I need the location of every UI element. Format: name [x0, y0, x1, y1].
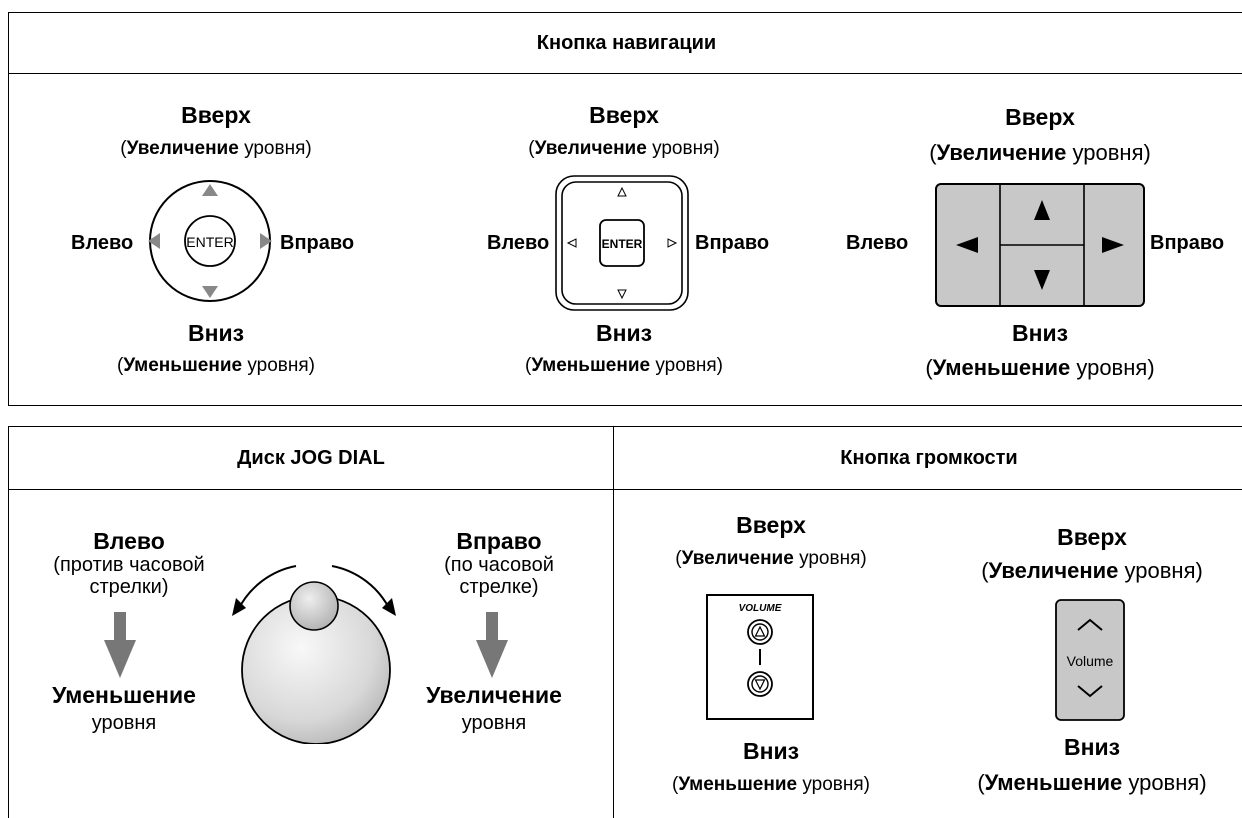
- up-sublabel: (Увеличение уровня): [981, 558, 1203, 583]
- jog-left-text: Влево (против часовой стрелки): [53, 528, 205, 599]
- counterclockwise-arrow-icon: [232, 598, 246, 616]
- down-arrow-icon: [1034, 270, 1050, 290]
- jog-dial-title: Диск JOG DIAL: [237, 446, 385, 469]
- down-arrow-icon: [754, 679, 766, 691]
- up-label: Вверх: [181, 102, 251, 128]
- down-arrow-icon: [202, 286, 218, 298]
- jog-right-title: Вправо: [456, 528, 542, 554]
- up-arrow-icon: [202, 184, 218, 196]
- divider: [9, 489, 1242, 490]
- down-arrow-icon: [617, 289, 627, 300]
- chevron-down-icon: [1077, 685, 1103, 698]
- up-arrow-icon: [617, 186, 627, 197]
- right-label: Вправо: [280, 232, 355, 254]
- left-arrow-icon: [148, 233, 160, 249]
- divider: [613, 427, 614, 818]
- right-label: Вправо: [695, 232, 770, 254]
- navigation-table: Кнопка навигации: [8, 12, 1242, 406]
- down-sublabel: (Уменьшение уровня): [977, 770, 1207, 795]
- enter-button: [599, 219, 645, 267]
- right-arrow-icon: [260, 233, 272, 249]
- clockwise-arrow-icon: [382, 598, 396, 616]
- svg-text:ENTER: ENTER: [602, 237, 643, 251]
- divider: [9, 73, 1242, 74]
- left-arrow-icon: [566, 238, 577, 248]
- volume-rocker: Volume: [1055, 599, 1125, 721]
- left-label: Влево: [846, 232, 909, 254]
- up-sublabel: (Увеличение уровня): [120, 138, 312, 159]
- down-sublabel: (Уменьшение уровня): [925, 355, 1155, 380]
- up-label: Вверх: [589, 102, 659, 128]
- up-label: Вверх: [736, 512, 806, 538]
- down-label: Вниз: [1063, 734, 1121, 760]
- down-arrow-icon: [476, 612, 508, 678]
- up-arrow-icon: [754, 625, 766, 637]
- navigation-title: Кнопка навигации: [536, 31, 717, 54]
- left-label: Влево: [71, 232, 134, 254]
- volume-title: Кнопка громкости: [840, 446, 1018, 469]
- jog-right-text: Вправо (по часовой стрелке): [444, 528, 554, 599]
- right-arrow-icon: [667, 238, 678, 248]
- jog-right-result: Увеличение уровня: [426, 682, 562, 734]
- svg-text:ENTER: ENTER: [186, 234, 233, 250]
- right-arrow-icon: [1102, 237, 1124, 253]
- down-label: Вниз: [1011, 320, 1069, 346]
- down-sublabel: (Уменьшение уровня): [671, 774, 870, 795]
- up-sublabel: (Увеличение уровня): [675, 548, 867, 569]
- left-label: Влево: [487, 232, 550, 254]
- down-arrow-icon: [104, 612, 136, 678]
- down-sublabel: (Уменьшение уровня): [116, 355, 315, 376]
- up-label: Вверх: [1057, 524, 1127, 550]
- right-label: Вправо: [1150, 232, 1225, 254]
- enter-button: [184, 215, 236, 267]
- svg-text:VOLUME: VOLUME: [739, 603, 782, 614]
- volume-button-panel: VOLUME: [706, 594, 814, 720]
- round-navigation-pad: ENTER: [148, 180, 272, 302]
- chevron-up-icon: [1077, 618, 1103, 631]
- jog-dial: [232, 565, 396, 744]
- jog-left-title: Влево: [93, 528, 165, 554]
- square-navigation-pad: ENTER: [555, 175, 689, 311]
- jog-left-result: Уменьшение уровня: [52, 682, 196, 734]
- down-label: Вниз: [187, 320, 245, 346]
- down-label: Вниз: [595, 320, 653, 346]
- up-arrow-icon: [1034, 200, 1050, 220]
- down-label: Вниз: [742, 738, 800, 764]
- left-arrow-icon: [956, 237, 978, 253]
- up-sublabel: (Увеличение уровня): [528, 138, 720, 159]
- rectangular-navigation-pad: [935, 183, 1145, 307]
- down-sublabel: (Уменьшение уровня): [524, 355, 723, 376]
- svg-text:Volume: Volume: [1067, 653, 1114, 669]
- up-label: Вверх: [1005, 104, 1075, 130]
- up-sublabel: (Увеличение уровня): [929, 140, 1151, 165]
- jog-volume-table: Диск JOG DIAL Кнопка громкости: [8, 426, 1242, 818]
